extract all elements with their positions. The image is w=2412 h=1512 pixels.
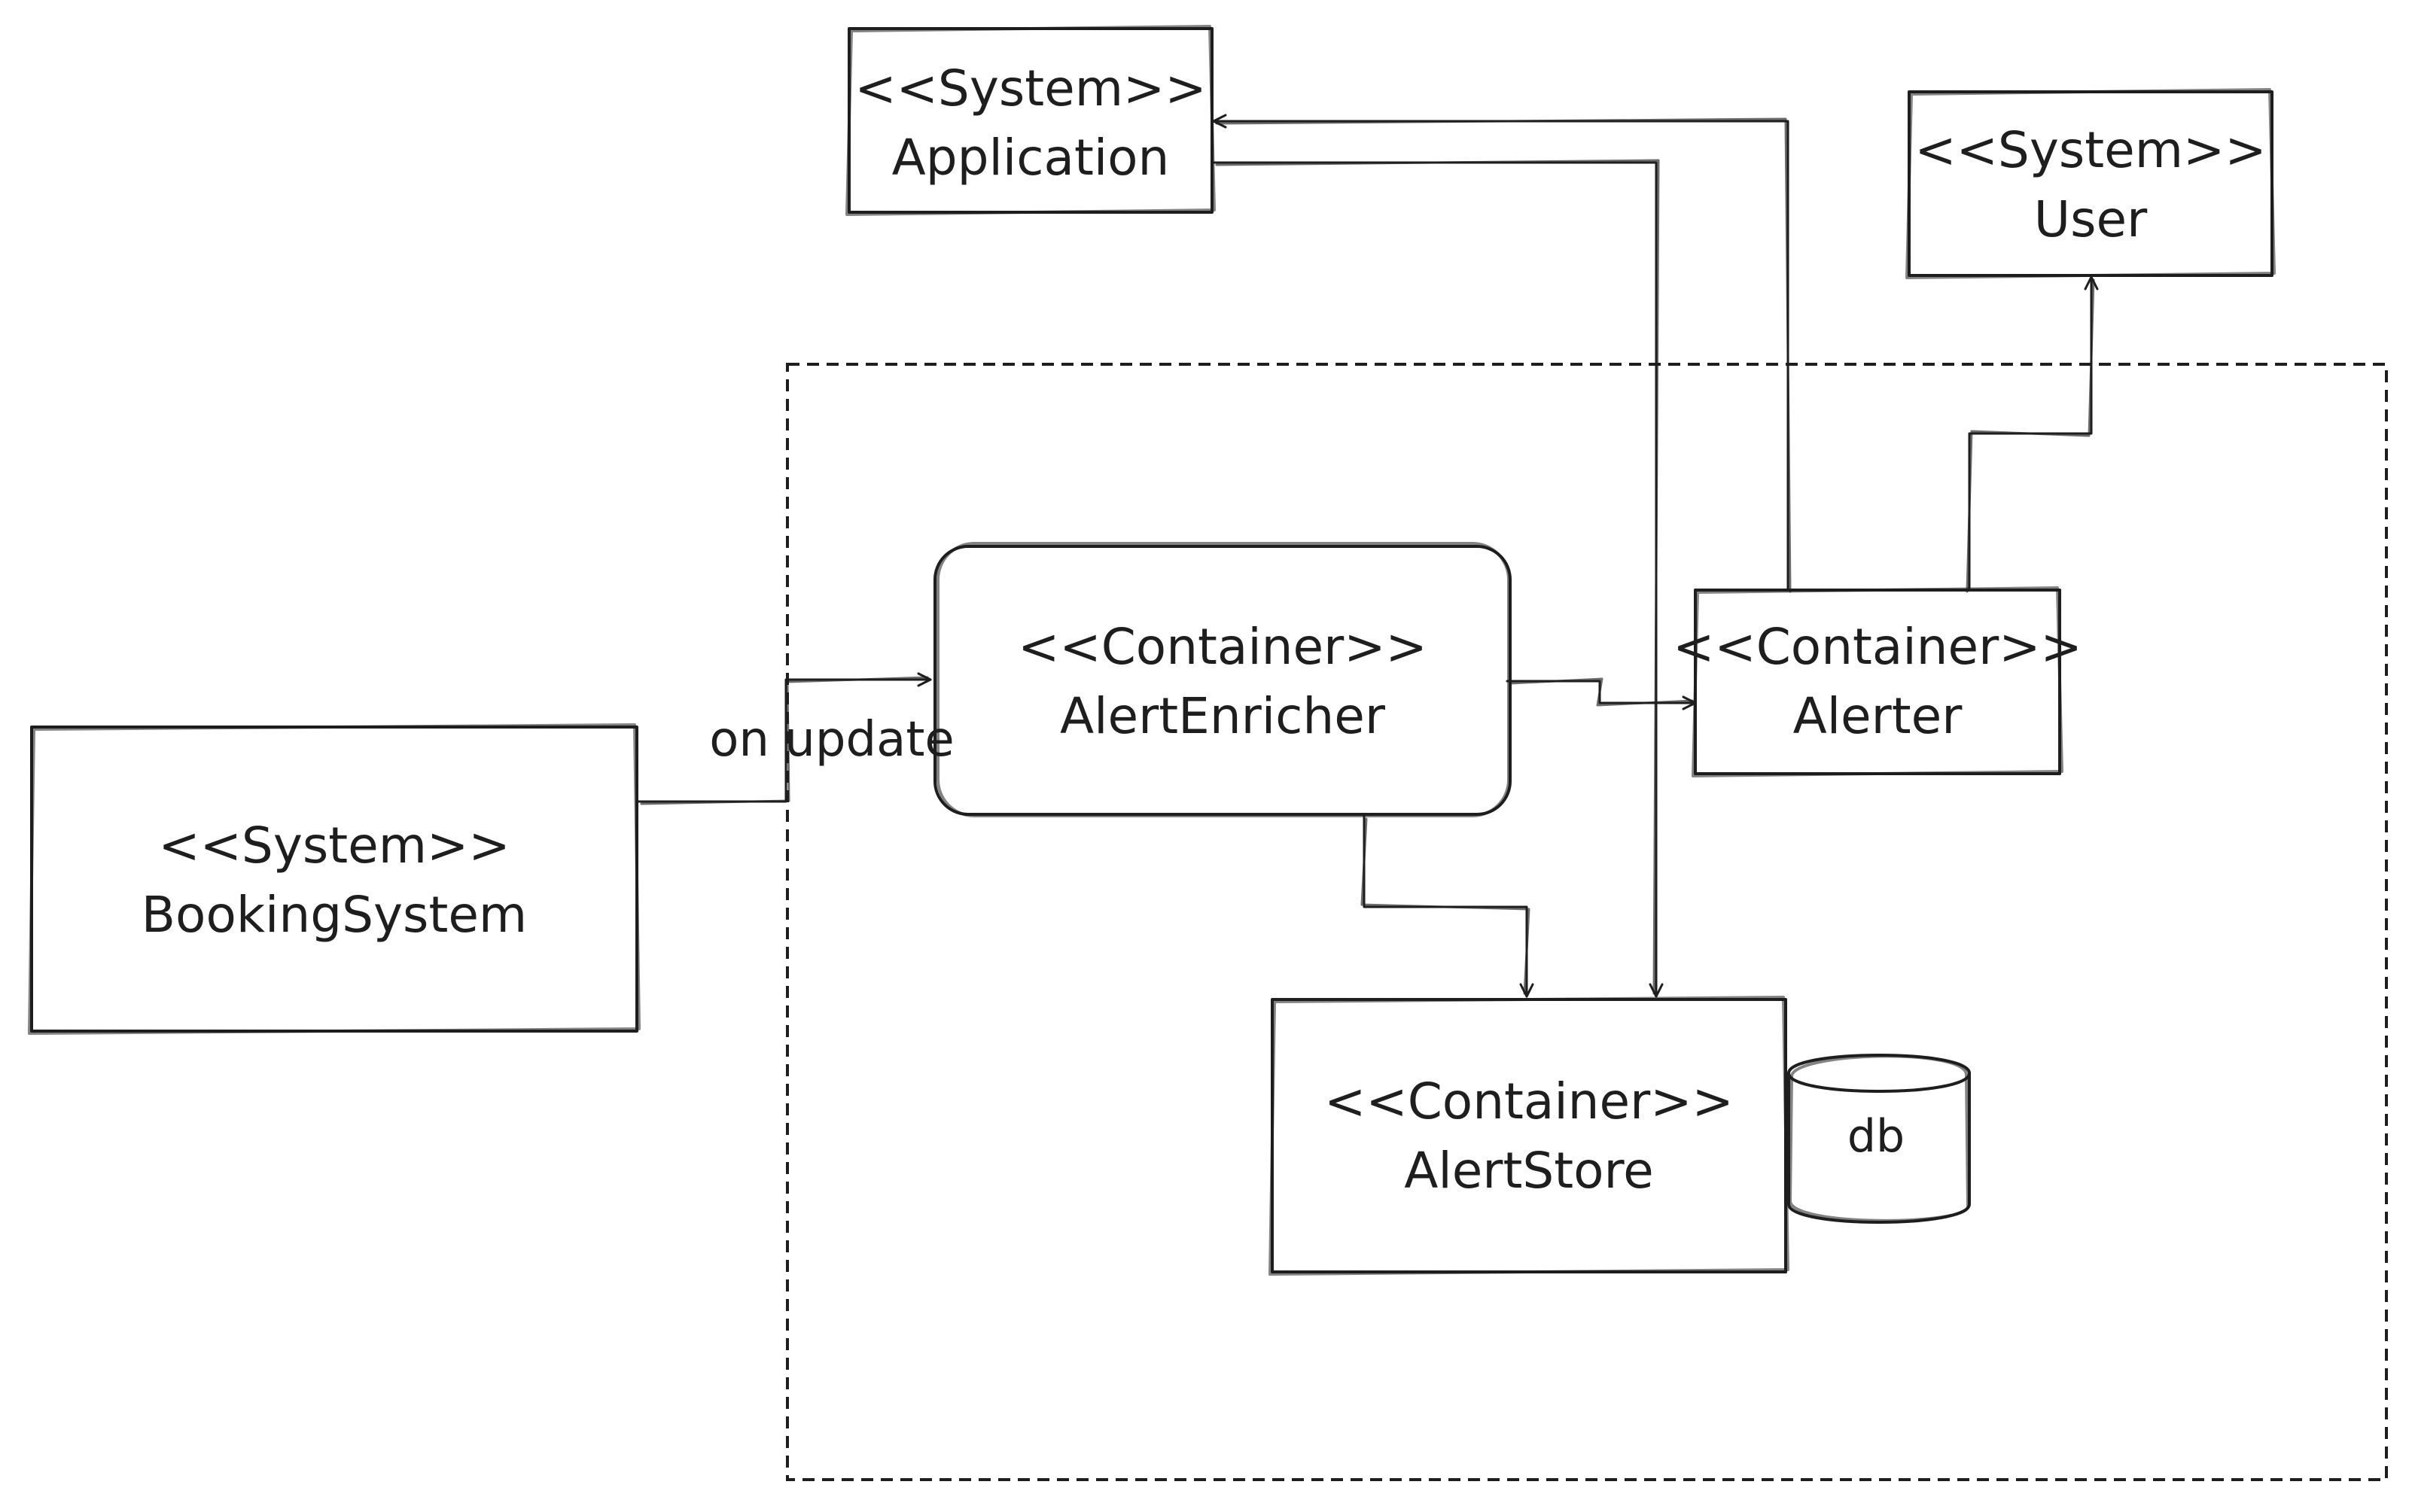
- database-label: db: [1847, 1110, 1905, 1163]
- edge-application-to-alertstore: [1212, 159, 1664, 998]
- node-application[interactable]: <<System>> Application: [845, 25, 1216, 216]
- edge-alerter-to-application: [1212, 114, 1792, 593]
- database-cylinder: db: [1787, 1054, 1971, 1224]
- node-application-name: Application: [892, 129, 1170, 187]
- node-alert-enricher-name: AlertEnricher: [1060, 687, 1386, 745]
- edge-enricher-to-alerter: [1506, 677, 1697, 710]
- node-user-stereotype: <<System>>: [1914, 121, 2266, 179]
- node-alerter-name: Alerter: [1793, 687, 1963, 745]
- node-booking-system[interactable]: <<System>> BookingSystem: [28, 723, 641, 1035]
- node-alert-enricher[interactable]: <<Container>> AlertEnricher: [933, 542, 1512, 817]
- node-alert-store-name: AlertStore: [1404, 1142, 1654, 1200]
- node-alerter-stereotype: <<Container>>: [1673, 618, 2082, 676]
- system-boundary: [786, 363, 2388, 1481]
- node-user[interactable]: <<System>> User: [1905, 88, 2276, 279]
- node-alert-enricher-stereotype: <<Container>>: [1018, 618, 1427, 676]
- node-application-stereotype: <<System>>: [854, 59, 1206, 117]
- node-booking-system-stereotype: <<System>>: [158, 817, 510, 875]
- node-user-name: User: [2034, 190, 2148, 248]
- edge-booking-to-enricher: [637, 672, 932, 805]
- edge-alerter-to-user: [1966, 275, 2099, 593]
- edge-label-on-update: on update: [709, 712, 955, 768]
- node-alert-store[interactable]: <<Container>> AlertStore: [1268, 996, 1789, 1276]
- node-alerter[interactable]: <<Container>> Alerter: [1673, 586, 2082, 777]
- node-booking-system-name: BookingSystem: [142, 886, 527, 944]
- edge-enricher-to-alertstore: [1360, 814, 1534, 998]
- node-alert-store-stereotype: <<Container>>: [1324, 1072, 1734, 1130]
